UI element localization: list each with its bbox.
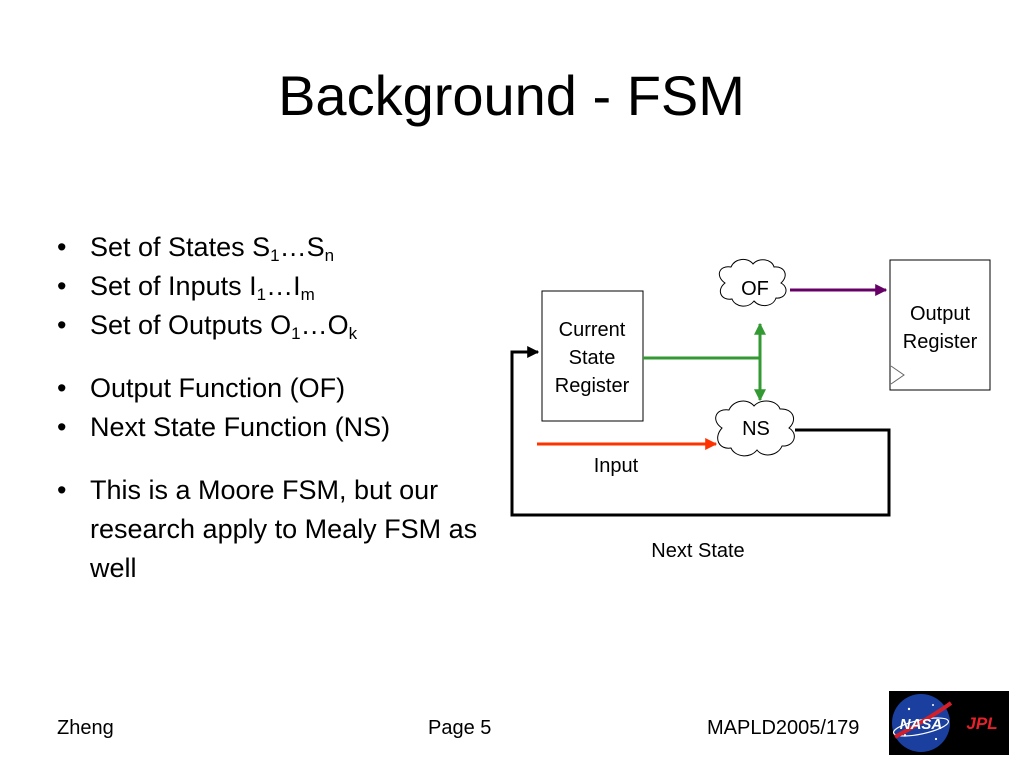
bullet-dot: • [57, 271, 67, 301]
bullet-dot: • [57, 373, 67, 403]
bullet-dot: • [57, 310, 67, 340]
bullet-outputs: • Set of Outputs O1…Ok [40, 306, 500, 345]
states-sub-end: n [324, 246, 335, 265]
input-label: Input [594, 455, 639, 477]
inputs-sub-start: 1 [256, 285, 267, 304]
output-register-label-line2: Register [903, 331, 978, 353]
bullet-list: • Set of States S1…Sn • Set of Inputs I1… [40, 228, 500, 588]
ns-cloud [715, 400, 795, 457]
next-state-function-text: Next State Function (NS) [90, 412, 391, 442]
states-text: Set of States S [90, 232, 271, 262]
bullet-next-state-function: • Next State Function (NS) [40, 408, 500, 447]
footer-author: Zheng [57, 717, 114, 739]
ns-label: NS [742, 418, 770, 440]
outputs-mid: …O [300, 310, 349, 340]
output-register-label-line1: Output [910, 303, 970, 325]
bullet-inputs: • Set of Inputs I1…Im [40, 267, 500, 306]
current-state-register-box [541, 290, 644, 422]
footer-page-number: Page 5 [428, 717, 492, 739]
current-state-register-label-line2: State [569, 347, 616, 369]
next-state-feedback-arrow [510, 346, 891, 517]
output-function-text: Output Function (OF) [90, 373, 346, 403]
slide-title: Background - FSM [278, 64, 745, 127]
current-state-register-label-line1: Current [559, 319, 626, 341]
bullet-dot: • [57, 232, 67, 262]
logo-area: NASA JPL [889, 691, 1009, 755]
bullet-moore-note: • This is a Moore FSM, but our research … [40, 471, 500, 588]
moore-note-text: This is a Moore FSM, but our research ap… [90, 475, 478, 583]
footer-conference: MAPLD2005/179 [707, 717, 860, 739]
output-register-box [889, 259, 991, 391]
current-state-register-label-line3: Register [555, 375, 630, 397]
bullet-dot: • [57, 412, 67, 442]
nasa-logo-text: NASA [900, 716, 943, 733]
bullet-output-function: • Output Function (OF) [40, 369, 500, 408]
jpl-logo-text: JPL [966, 714, 997, 733]
of-label: OF [741, 278, 769, 300]
next-state-label: Next State [651, 540, 744, 562]
outputs-sub-end: k [348, 324, 358, 343]
inputs-text: Set of Inputs I [90, 271, 257, 301]
outputs-text: Set of Outputs O [90, 310, 292, 340]
inputs-sub-end: m [300, 285, 315, 304]
bullet-states: • Set of States S1…Sn [40, 228, 500, 267]
bullet-dot: • [57, 475, 67, 505]
of-cloud [718, 259, 787, 307]
inputs-mid: …I [266, 271, 301, 301]
states-mid: …S [279, 232, 325, 262]
states-sub-start: 1 [270, 246, 280, 265]
clock-input-triangle [890, 365, 905, 385]
nasa-jpl-logo: NASA JPL [892, 694, 998, 752]
outputs-sub-start: 1 [291, 324, 301, 343]
